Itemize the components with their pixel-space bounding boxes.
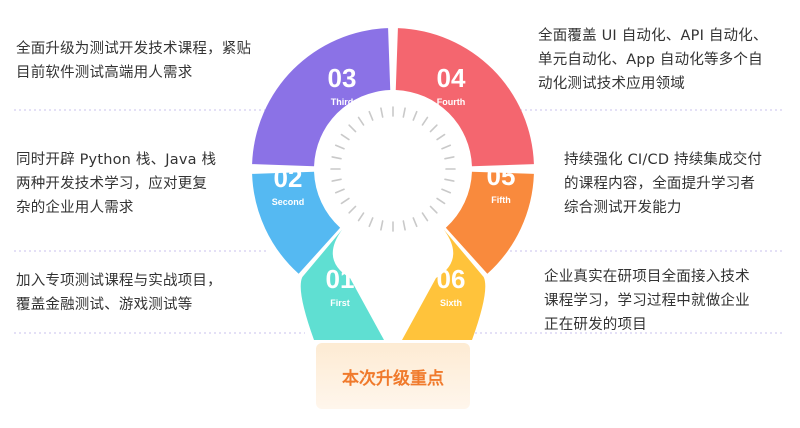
base-label: 本次升级重点 xyxy=(342,368,444,389)
segment-second xyxy=(252,171,341,274)
tick-mark xyxy=(441,188,452,194)
tick-mark xyxy=(380,107,384,118)
tick-mark xyxy=(429,124,438,133)
segment-sixth-label: Sixth xyxy=(440,298,462,308)
segment-sixth xyxy=(402,229,486,340)
tick-mark xyxy=(444,178,455,182)
tick-mark xyxy=(334,188,345,194)
description-sixth: 企业真实在研项目全面接入技术 课程学习，学习过程中就做企业 正在研发的项目 xyxy=(544,269,750,333)
segment-fourth-label: Fourth xyxy=(437,97,466,107)
tick-mark xyxy=(421,116,429,126)
segment-second-number: 02 xyxy=(274,163,303,193)
tick-mark xyxy=(444,156,455,160)
tick-mark xyxy=(412,217,418,228)
description-fourth: 全面覆盖 UI 自动化、API 自动化、 单元自动化、App 自动化等多个自 动… xyxy=(538,28,768,92)
segment-third-number: 03 xyxy=(328,63,357,93)
tick-mark xyxy=(348,205,357,214)
segment-fifth xyxy=(445,171,534,274)
description-first: 加入专项测试课程与实战项目， 覆盖金融测试、游戏测试等 xyxy=(16,273,222,313)
tick-mark xyxy=(357,116,365,126)
segment-second-label: Second xyxy=(272,197,305,207)
segment-third xyxy=(252,28,391,167)
tick-mark xyxy=(436,197,446,205)
tick-mark xyxy=(412,110,418,121)
segment-fifth-number: 05 xyxy=(487,161,516,191)
segment-first-label: First xyxy=(330,298,350,308)
tick-mark xyxy=(340,197,350,205)
tick-mark xyxy=(348,124,357,133)
tick-ring xyxy=(330,106,456,232)
tick-mark xyxy=(380,220,384,231)
tick-mark xyxy=(331,156,342,160)
tick-mark xyxy=(368,110,374,121)
segment-fifth-label: Fifth xyxy=(491,195,511,205)
tick-mark xyxy=(340,133,350,141)
segment-third-label: Third xyxy=(331,97,354,107)
segment-first-number: 01 xyxy=(326,264,355,294)
description-second: 同时开辟 Python 栈、Java 栈 两种开发技术学习，应对更复 杂的企业用… xyxy=(16,152,217,216)
divider-lines xyxy=(14,109,783,334)
tick-mark xyxy=(441,144,452,150)
tick-mark xyxy=(331,178,342,182)
segment-sixth-number: 06 xyxy=(437,264,466,294)
tick-mark xyxy=(402,220,406,231)
tick-mark xyxy=(402,107,406,118)
tick-mark xyxy=(429,205,438,214)
tick-mark xyxy=(421,212,429,222)
tick-mark xyxy=(357,212,365,222)
tick-mark xyxy=(334,144,345,150)
segment-fourth-number: 04 xyxy=(437,63,466,93)
tick-mark xyxy=(368,217,374,228)
description-fifth: 持续强化 CI/CD 持续集成交付 的课程内容，全面提升学习者 综合测试开发能力 xyxy=(564,152,763,216)
segment-fourth xyxy=(395,28,534,167)
tick-mark xyxy=(436,133,446,141)
segment-first xyxy=(300,229,384,340)
description-third: 全面升级为测试开发技术课程，紧贴 目前软件测试高端用人需求 xyxy=(16,41,252,81)
bulb-base xyxy=(316,343,470,409)
